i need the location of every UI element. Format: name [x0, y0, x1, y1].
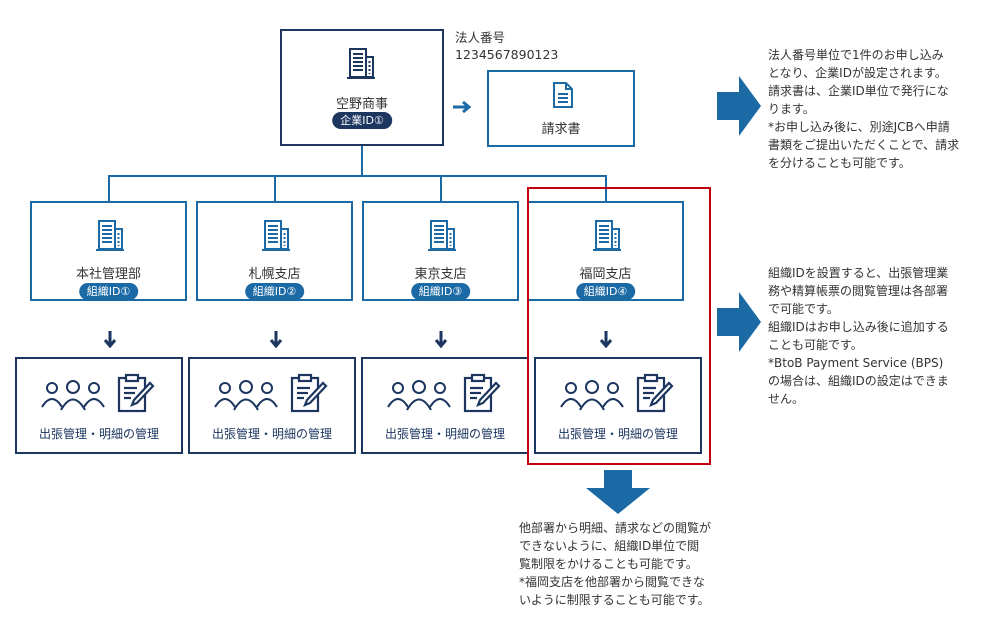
- org-box: 札幌支店組織ID②: [196, 201, 353, 301]
- connector-org-2: [274, 175, 276, 202]
- connector-org-1: [108, 175, 110, 202]
- people-icon: [387, 379, 451, 415]
- building-icon: [590, 219, 624, 257]
- people-icon: [214, 379, 278, 415]
- note-bottom: 他部署から明細、請求などの閲覧が できないように、組織ID単位で閲 覧制限をかけ…: [519, 521, 712, 607]
- big-arrow-down-icon: [586, 470, 650, 514]
- org-id-badge: 組織ID④: [575, 283, 636, 300]
- org-box: 福岡支店組織ID④: [527, 201, 684, 301]
- people-icon: [560, 379, 624, 415]
- company-name: 空野商事: [335, 97, 388, 112]
- work-label: 出張管理・明細の管理: [384, 427, 505, 441]
- work-label: 出張管理・明細の管理: [38, 427, 159, 441]
- arrow-down-icon: [103, 331, 117, 348]
- connector-company-down: [361, 146, 363, 176]
- big-arrow-right-icon: [717, 76, 761, 136]
- arrow-down-icon: [599, 331, 613, 348]
- note-middle: 組織IDを設置すると、出張管理業 務や精算帳票の閲覧管理は各部署 で可能です。 …: [768, 266, 949, 406]
- invoice-box: 請求書: [487, 70, 635, 147]
- clipboard-edit-icon: [636, 373, 674, 417]
- corporate-number: 法人番号 1234567890123: [455, 29, 558, 63]
- connector-org-3: [440, 175, 442, 202]
- work-box: 出張管理・明細の管理: [361, 357, 529, 454]
- org-id-badge: 組織ID①: [78, 283, 139, 300]
- arrow-down-icon: [269, 331, 283, 348]
- people-icon: [41, 379, 105, 415]
- corporate-number-label: 法人番号: [455, 30, 506, 45]
- company-id-badge: 企業ID①: [332, 112, 392, 129]
- work-label: 出張管理・明細の管理: [211, 427, 332, 441]
- clipboard-edit-icon: [290, 373, 328, 417]
- org-name: 札幌支店: [248, 267, 301, 282]
- clipboard-edit-icon: [463, 373, 501, 417]
- invoice-label: 請求書: [541, 122, 581, 137]
- work-box: 出張管理・明細の管理: [534, 357, 702, 454]
- org-id-badge: 組織ID③: [410, 283, 471, 300]
- company-box: 空野商事 企業ID①: [280, 29, 444, 146]
- building-icon: [425, 219, 459, 257]
- org-box: 本社管理部組織ID①: [30, 201, 187, 301]
- connector-horizontal: [108, 175, 607, 177]
- building-icon: [259, 219, 293, 257]
- work-label: 出張管理・明細の管理: [557, 427, 678, 441]
- clipboard-edit-icon: [117, 373, 155, 417]
- org-id-badge: 組織ID②: [244, 283, 305, 300]
- arrow-down-icon: [434, 331, 448, 348]
- document-icon: [553, 82, 573, 108]
- corporate-number-value: 1234567890123: [455, 47, 559, 62]
- org-name: 福岡支店: [579, 267, 632, 282]
- building-icon: [93, 219, 127, 257]
- org-name: 東京支店: [414, 267, 467, 282]
- highlight-frame: [527, 187, 711, 465]
- note-top: 法人番号単位で1件のお申し込み となり、企業IDが設定されます。 請求書は、企業…: [768, 48, 960, 170]
- org-name: 本社管理部: [75, 267, 141, 282]
- arrow-right-icon: [453, 100, 472, 114]
- big-arrow-right-icon: [717, 292, 761, 352]
- org-box: 東京支店組織ID③: [362, 201, 519, 301]
- work-box: 出張管理・明細の管理: [188, 357, 356, 454]
- work-box: 出張管理・明細の管理: [15, 357, 183, 454]
- building-icon: [347, 48, 375, 79]
